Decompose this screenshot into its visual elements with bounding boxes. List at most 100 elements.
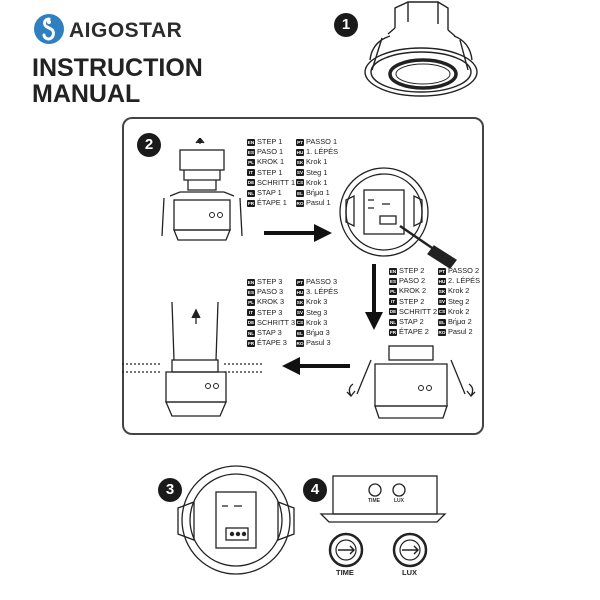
step-label: SCHRITT 3 — [257, 317, 296, 327]
lang-code: CS — [296, 179, 304, 187]
lang-code: ES — [247, 148, 255, 156]
lang-code: EN — [247, 138, 255, 146]
lang-code: HU — [296, 148, 304, 156]
step-2-number: 2 — [137, 133, 161, 157]
step-label: 1. LÉPÉS — [306, 147, 339, 157]
step-label: STEP 3 — [257, 307, 283, 317]
step-label: PASSO 1 — [306, 137, 338, 146]
step-label: STEP 2 — [399, 296, 425, 306]
lang-code: SK — [296, 298, 304, 306]
sensor-open-with-screwdriver — [339, 167, 457, 269]
step-label: PASO 3 — [257, 287, 284, 297]
sensor-bottom-controls — [319, 475, 447, 523]
lang-code: PL — [247, 158, 255, 166]
lang-code: ES — [389, 277, 397, 285]
lang-code: RO — [296, 199, 304, 207]
step-label: PASO 2 — [399, 276, 426, 286]
step-label: Krok 3 — [306, 317, 328, 327]
step-label: SCHRITT 1 — [257, 177, 296, 187]
step-label: ÉTAPE 3 — [257, 338, 287, 348]
lang-code: NL — [247, 329, 255, 337]
lang-code: FR — [247, 199, 255, 207]
lang-code: IT — [247, 309, 255, 317]
step-label: STEP 2 — [399, 266, 425, 275]
lang-code: CS — [438, 308, 446, 316]
lang-code: IT — [389, 298, 397, 306]
lang-code: ES — [247, 288, 255, 296]
step-label: Steg 2 — [448, 296, 470, 306]
step-label: ÉTAPE 1 — [257, 198, 287, 208]
step-label: STEP 1 — [257, 137, 283, 146]
lang-code: RO — [438, 328, 446, 336]
step-label: PASO 1 — [257, 147, 284, 157]
lang-code: NL — [389, 318, 397, 326]
lux-dial-label: LUX — [402, 568, 417, 577]
step-label: KROK 3 — [257, 297, 285, 307]
step-label: Βήμα 1 — [306, 187, 330, 197]
step-label: Pasul 3 — [306, 338, 331, 348]
lang-code: SV — [296, 309, 304, 317]
direction-arrow-icon — [264, 224, 332, 242]
step-label: Pasul 2 — [448, 327, 473, 337]
brand-name: AIGOSTAR — [69, 19, 183, 42]
lang-code: DE — [389, 308, 397, 316]
direction-arrow-icon — [282, 357, 350, 375]
step-4-number: 4 — [303, 478, 327, 502]
time-dial-icon[interactable] — [326, 530, 366, 570]
step-label: STAP 3 — [257, 327, 282, 337]
step-label: STEP 3 — [257, 277, 283, 286]
step-3-number: 3 — [158, 478, 182, 502]
lang-code: CS — [296, 319, 304, 327]
sensor-terminal-view — [177, 465, 295, 575]
lang-code: FR — [389, 328, 397, 336]
time-dial-label: TIME — [336, 568, 354, 577]
page-title-line-2: MANUAL — [32, 80, 141, 108]
step-label: STAP 1 — [257, 187, 282, 197]
step-label: PASSO 2 — [448, 266, 480, 275]
lang-code: IT — [247, 169, 255, 177]
time-control-label-small: TIME — [368, 498, 380, 504]
lang-code: PT — [438, 267, 446, 275]
lang-code: SV — [438, 298, 446, 306]
lang-code: NL — [247, 189, 255, 197]
step-label: KROK 2 — [399, 286, 427, 296]
lux-dial-icon[interactable] — [390, 530, 430, 570]
lang-code: PL — [389, 287, 397, 295]
step-label: PASSO 3 — [306, 277, 338, 286]
lang-code: EL — [438, 318, 446, 326]
step-label: Steg 1 — [306, 167, 328, 177]
step-label: KROK 1 — [257, 157, 285, 167]
lang-code: HU — [438, 277, 446, 285]
step-label: Krok 1 — [306, 157, 328, 167]
lang-code: EN — [247, 278, 255, 286]
step-label: Βήμα 2 — [448, 316, 472, 326]
lang-code: SV — [296, 169, 304, 177]
lang-code: SK — [296, 158, 304, 166]
installation-steps-frame — [122, 117, 484, 435]
lang-code: EN — [389, 267, 397, 275]
direction-arrow-icon — [365, 264, 383, 330]
step-label: ÉTAPE 2 — [399, 327, 429, 337]
step-label: SCHRITT 2 — [399, 306, 438, 316]
lang-code: DE — [247, 319, 255, 327]
step-label: Steg 3 — [306, 307, 328, 317]
step-label: Krok 2 — [448, 286, 470, 296]
lang-code: EL — [296, 189, 304, 197]
lang-code: FR — [247, 339, 255, 347]
step-label: Krok 3 — [306, 297, 328, 307]
lang-code: PT — [296, 138, 304, 146]
lang-code: RO — [296, 339, 304, 347]
step-1-number: 1 — [334, 13, 358, 37]
lang-code: EL — [296, 329, 304, 337]
step-label: Pasul 1 — [306, 198, 331, 208]
lux-control-label-small: LUX — [394, 498, 404, 504]
sensor-illustration-step-1 — [364, 1, 478, 97]
lang-code: PT — [296, 278, 304, 286]
step-label: Krok 1 — [306, 177, 328, 187]
aigostar-logo-icon — [34, 14, 64, 44]
lang-code: HU — [296, 288, 304, 296]
